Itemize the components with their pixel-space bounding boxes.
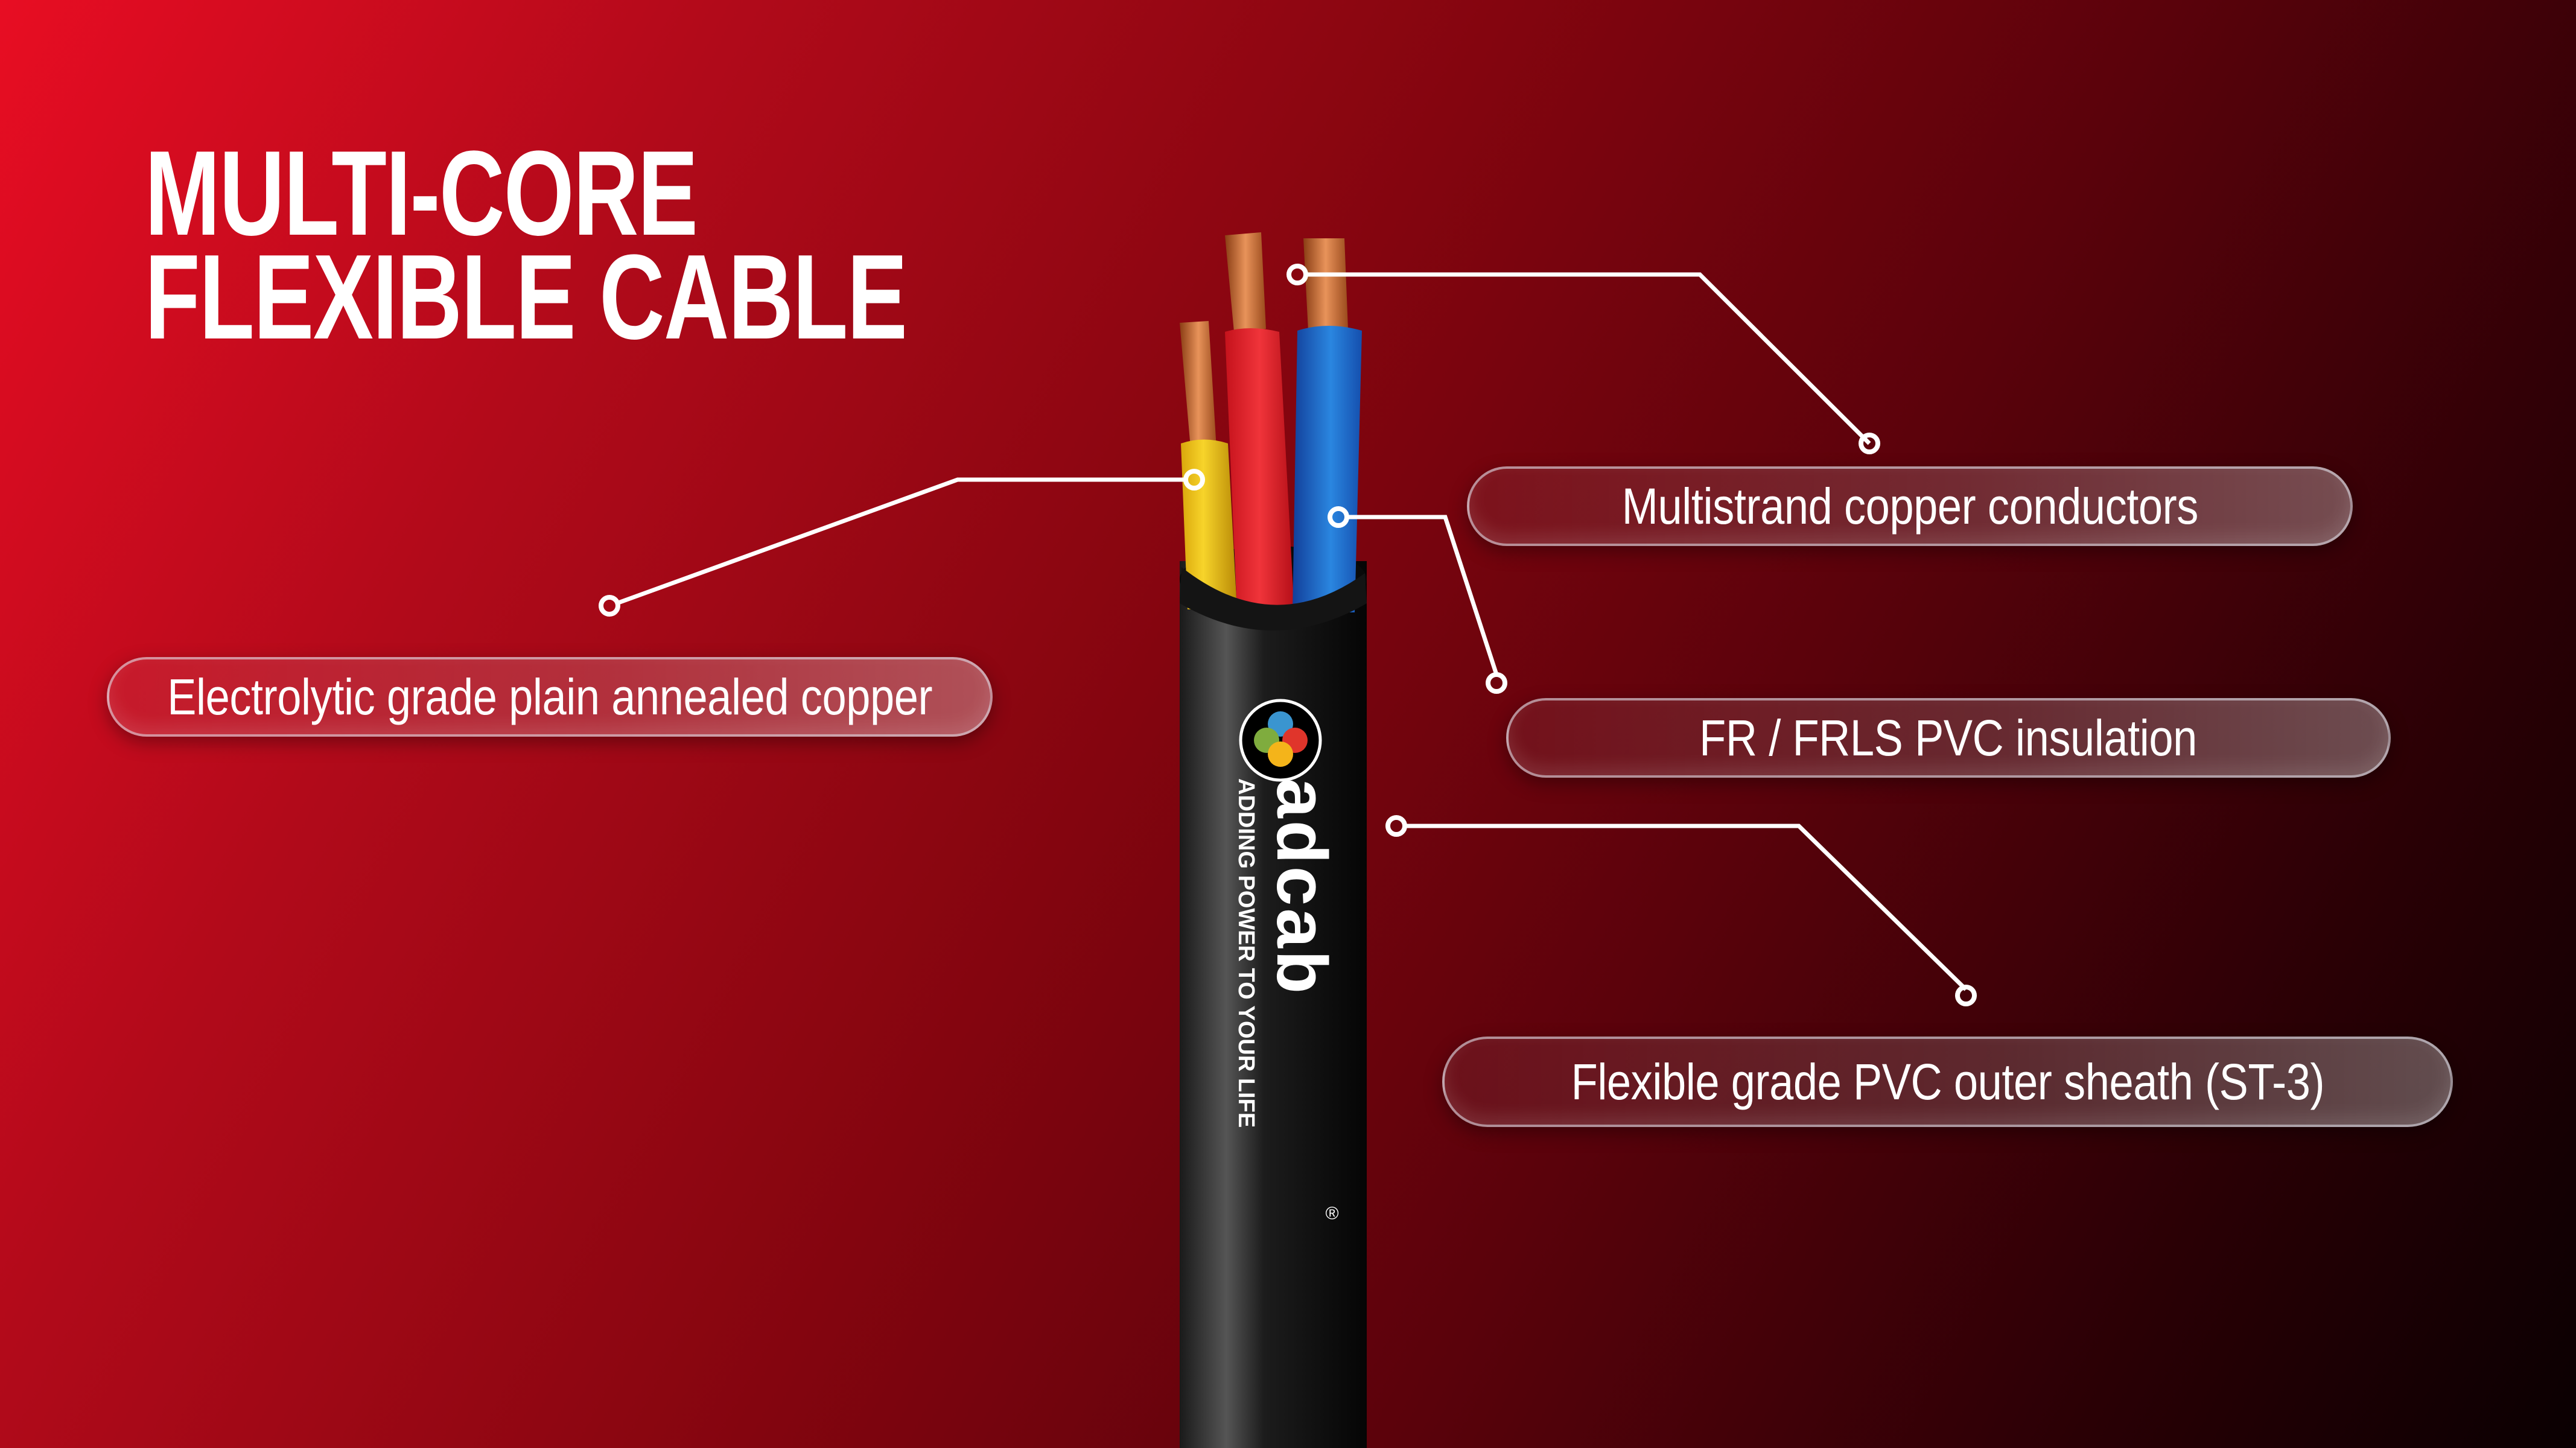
callout-dot-icon <box>1183 469 1205 491</box>
callout-line-sheath <box>1405 824 1968 991</box>
callout-label: Multistrand copper conductors <box>1621 477 2198 535</box>
callout-label: Flexible grade PVC outer sheath (ST-3) <box>1571 1053 2324 1110</box>
brand-name: adcab <box>1262 778 1341 997</box>
callout-line-insulation <box>1347 515 1499 676</box>
outer-sheath <box>1180 561 1367 1448</box>
registered-mark: ® <box>1322 1204 1342 1224</box>
callout-dot-icon <box>1486 672 1507 694</box>
copper-strand-red <box>1225 232 1266 332</box>
callout-dot-icon <box>1286 264 1308 285</box>
title-line-1: MULTI-CORE <box>145 126 698 261</box>
callout-dot-icon <box>1955 985 1977 1006</box>
title-line-2: FLEXIBLE CABLE <box>145 230 908 364</box>
callout-line-copper <box>615 477 1186 606</box>
callout-line-conductors <box>1305 272 1871 445</box>
copper-strand-blue <box>1303 238 1348 331</box>
callout-dot-icon <box>1385 815 1407 837</box>
callout-label: FR / FRLS PVC insulation <box>1699 709 2198 766</box>
callout-pvc-outer-sheath: Flexible grade PVC outer sheath (ST-3) <box>1442 1037 2453 1127</box>
callout-fr-frls-pvc-insulation: FR / FRLS PVC insulation <box>1506 698 2391 778</box>
core-red <box>1225 328 1294 612</box>
core-blue <box>1293 326 1362 612</box>
callout-label: Electrolytic grade plain annealed copper <box>167 668 932 725</box>
callout-dot-icon <box>1328 506 1349 528</box>
callout-lines <box>615 272 1968 991</box>
page-title: MULTI-CORE FLEXIBLE CABLE <box>145 126 908 364</box>
callout-annealed-copper: Electrolytic grade plain annealed copper <box>107 657 993 737</box>
callout-dot-icon <box>599 595 620 617</box>
callout-dot-icon <box>1859 433 1880 454</box>
core-yellow <box>1181 439 1237 609</box>
adcab-logo-mark <box>1239 699 1322 782</box>
callout-multistrand-copper-conductors: Multistrand copper conductors <box>1467 466 2353 546</box>
copper-strand-yellow <box>1180 321 1217 462</box>
brand-tagline: ADDING POWER TO YOUR LIFE <box>1233 778 1259 1128</box>
